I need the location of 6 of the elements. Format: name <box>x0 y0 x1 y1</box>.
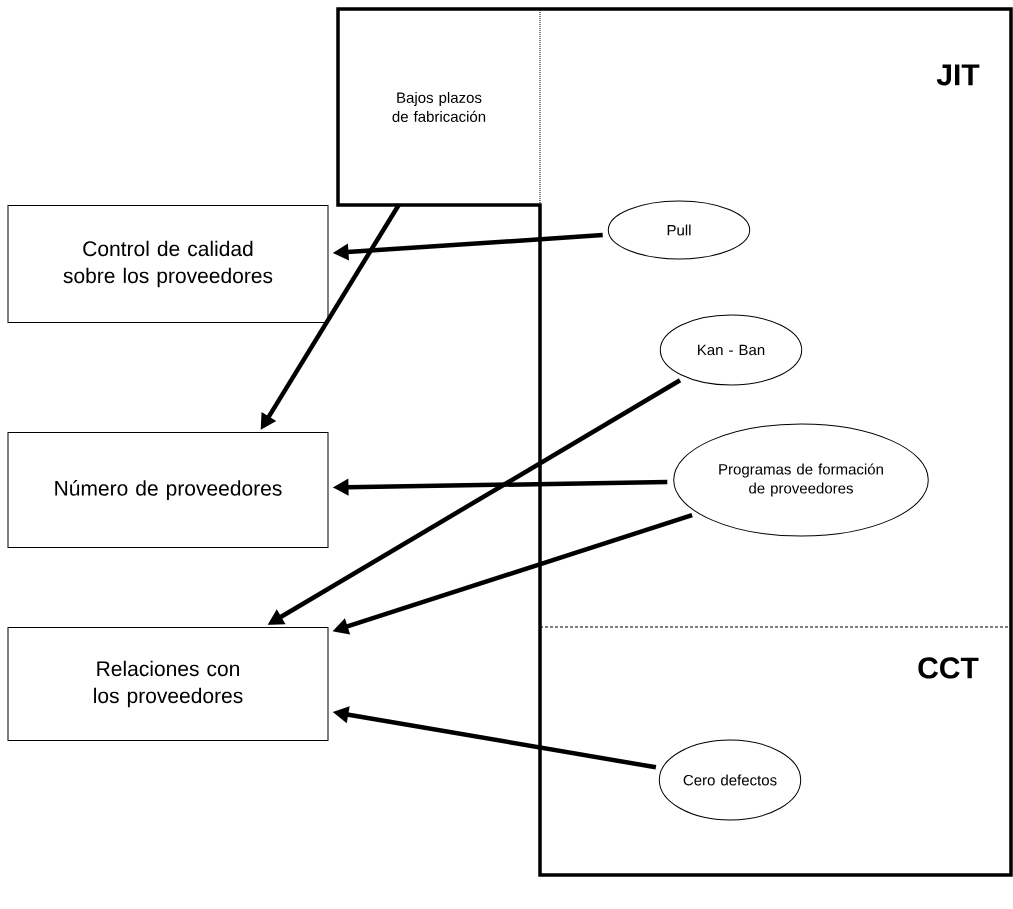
process-box: Número de proveedores <box>7 432 329 548</box>
process-box: Control de calidad sobre los proveedores <box>7 205 329 323</box>
region-label: JIT <box>936 64 980 86</box>
region-box: Bajos plazos de fabricación <box>337 8 541 206</box>
region-label: CCT <box>918 657 979 679</box>
process-box: Relaciones con los proveedores <box>7 627 329 741</box>
